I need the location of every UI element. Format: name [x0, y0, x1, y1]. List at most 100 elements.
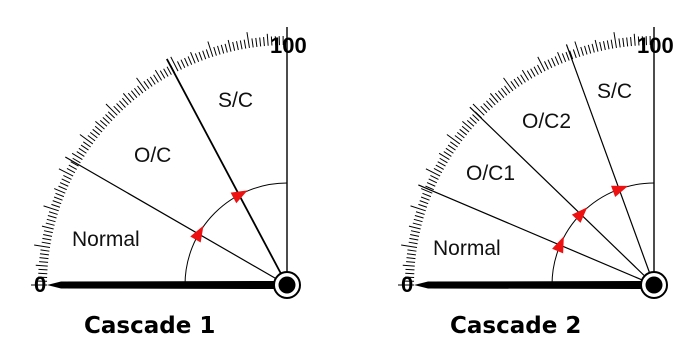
scale-tick	[154, 69, 163, 81]
scale-tick	[51, 203, 61, 208]
scale-tick	[163, 68, 169, 77]
scale-tick	[43, 234, 53, 237]
scale-tick	[205, 49, 210, 59]
scale-tick	[618, 38, 621, 48]
zone-label-oc2: O/C2	[522, 110, 571, 133]
scale-ticks	[398, 29, 655, 286]
scale-tick	[217, 45, 221, 55]
scale-tick	[610, 39, 614, 49]
scale-tick	[622, 37, 625, 47]
zone-boundary-line	[469, 106, 655, 286]
scale-tick	[513, 78, 520, 87]
scale-tick	[243, 39, 247, 49]
scale-tick	[263, 37, 265, 47]
scale-tick	[554, 56, 560, 65]
scale-tick	[68, 164, 77, 170]
scale-tick	[202, 50, 207, 60]
scale-ticks	[31, 29, 288, 286]
scale-tick	[80, 144, 89, 151]
scale-tick	[47, 215, 57, 219]
zone-label-sc: S/C	[218, 89, 253, 112]
scale-tick	[418, 203, 428, 208]
scale-tick	[599, 41, 603, 51]
scale-tick	[438, 152, 450, 161]
scale-tick	[406, 261, 416, 263]
cascade-2-panel: 0 100 Normal O/C1 O/C2 S/C Cascade 2	[398, 27, 674, 337]
scale-tick	[613, 32, 617, 49]
scale-tick	[486, 100, 493, 108]
scale-tick	[180, 59, 186, 69]
direction-arrow	[230, 190, 248, 204]
scale-tick	[461, 125, 470, 133]
direction-arrows	[190, 190, 248, 243]
scale-tick	[187, 56, 193, 65]
scale-tick	[433, 168, 443, 174]
scale-tick	[116, 103, 124, 111]
scale-tick	[572, 49, 577, 59]
scale-tick	[428, 178, 438, 184]
scale-tick	[236, 41, 239, 51]
scale-tick	[232, 41, 236, 51]
scale-tick	[127, 92, 135, 101]
scale-tick	[92, 128, 101, 136]
scale-tick	[561, 53, 567, 63]
scale-tick	[59, 182, 69, 187]
scale-tick	[439, 157, 448, 164]
scale-tick	[119, 100, 126, 108]
scale-tick	[266, 33, 269, 46]
scale-tick	[122, 93, 132, 103]
zone-boundary-line	[418, 184, 655, 286]
scale-tick	[153, 74, 159, 83]
scale-tick	[406, 257, 416, 260]
scale-tick	[39, 257, 49, 260]
scale-tick	[251, 38, 254, 48]
scale-tick	[89, 131, 98, 139]
scale-tick	[606, 40, 610, 50]
scale-max-label: 100	[637, 33, 674, 58]
zone-boundary-line	[565, 44, 655, 286]
scale-tick	[94, 125, 103, 133]
pointer-needle	[47, 281, 277, 289]
scale-tick	[413, 218, 423, 223]
scale-tick	[43, 205, 59, 212]
scale-tick	[547, 59, 553, 69]
scale-tick	[408, 241, 418, 245]
scale-tick	[213, 46, 217, 56]
scale-tick	[410, 205, 426, 212]
scale-tick	[456, 131, 465, 139]
scale-tick	[71, 152, 83, 161]
scale-tick	[38, 268, 48, 271]
scale-tick	[79, 134, 94, 145]
scale-tick	[480, 105, 488, 113]
scale-tick	[520, 74, 526, 83]
scale-tick	[52, 200, 62, 205]
scale-tick	[430, 175, 439, 180]
direction-arrow	[611, 185, 629, 197]
scale-tick	[246, 32, 250, 49]
scale-tick	[630, 37, 632, 47]
scale-tick	[121, 97, 129, 106]
scale-tick	[401, 244, 418, 248]
scale-max-label: 100	[270, 33, 307, 58]
scale-tick	[41, 225, 54, 230]
scale-tick	[39, 253, 49, 256]
cascade-1-panel: 0 100 Normal O/C S/C Cascade 1	[31, 27, 307, 337]
zone-boundary-line	[166, 58, 288, 286]
pointer-needle	[414, 281, 644, 289]
scale-tick	[220, 44, 225, 54]
scale-tick	[419, 200, 429, 205]
scale-tick	[462, 120, 472, 130]
scale-tick	[39, 261, 49, 263]
scale-tick	[66, 168, 76, 174]
scale-tick	[504, 85, 511, 94]
scale-tick	[414, 215, 424, 219]
scale-tick	[149, 76, 156, 85]
scale-tick	[133, 87, 141, 96]
scale-tick	[95, 120, 105, 130]
scale-tick	[41, 241, 51, 245]
panel-title: Cascade 1	[84, 313, 215, 337]
scale-tick	[255, 37, 258, 47]
scale-tick	[113, 105, 121, 113]
scale-tick	[170, 56, 179, 72]
scale-tick	[526, 70, 533, 79]
